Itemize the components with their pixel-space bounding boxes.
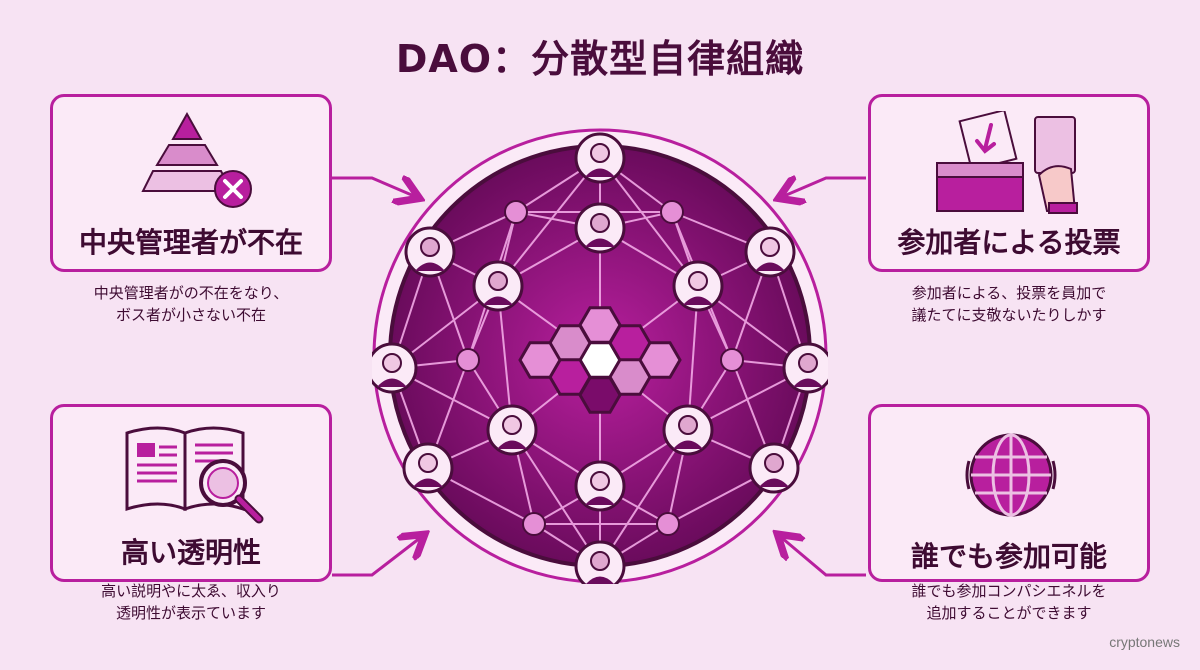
dao-network-diagram bbox=[372, 128, 828, 584]
participant-avatar-icon bbox=[782, 342, 828, 394]
network-node-dot bbox=[504, 200, 528, 224]
network-node-dot bbox=[660, 200, 684, 224]
hexagon-cell bbox=[578, 306, 622, 344]
card-description: 誰でも参加コンパシエネルを 追加することができます bbox=[868, 580, 1150, 624]
card-anyone-can-join: 誰でも参加可能 bbox=[868, 404, 1150, 582]
participant-avatar-icon bbox=[472, 260, 524, 312]
network-node-dot bbox=[522, 512, 546, 536]
participant-avatar-icon bbox=[744, 226, 796, 278]
card-desc-line: 参加者による、投票を員加で bbox=[911, 284, 1107, 302]
participant-avatar-icon bbox=[574, 460, 626, 512]
card-no-central-admin: 中央管理者が不在 bbox=[50, 94, 332, 272]
network-node-dot bbox=[720, 348, 744, 372]
participant-avatar-icon bbox=[402, 442, 454, 494]
card-title: 参加者による投票 bbox=[897, 226, 1121, 259]
ballot-box-icon bbox=[936, 111, 1078, 214]
card-title: 誰でも参加可能 bbox=[910, 540, 1107, 573]
participant-avatar-icon bbox=[486, 404, 538, 456]
network-node-dot bbox=[656, 512, 680, 536]
participant-avatar-icon bbox=[372, 342, 418, 394]
card-desc-line: 議たてに支敬ないたりしかす bbox=[911, 306, 1107, 324]
participant-avatar-icon bbox=[574, 132, 626, 184]
card-high-transparency: 高い透明性 bbox=[50, 404, 332, 582]
card-description: 高い説明やに太ゑ、収入り 透明性が表示ています bbox=[50, 580, 332, 624]
card-desc-line: 透明性が表示ています bbox=[115, 604, 266, 622]
card-title: 高い透明性 bbox=[120, 536, 261, 569]
card-desc-line: 誰でも参加コンパシエネルを bbox=[911, 582, 1107, 600]
card-participant-voting: 参加者による投票 bbox=[868, 94, 1150, 272]
book-magnifier-icon bbox=[125, 426, 264, 524]
participant-avatar-icon bbox=[574, 540, 626, 584]
card-title: 中央管理者が不在 bbox=[78, 226, 303, 259]
card-description: 参加者による、投票を員加で 議たてに支敬ないたりしかす bbox=[868, 282, 1150, 326]
hexagon-cell bbox=[518, 341, 562, 379]
card-desc-line: 追加することができます bbox=[926, 604, 1092, 622]
hexagon-cell bbox=[578, 376, 622, 414]
pyramid-with-x-icon bbox=[141, 111, 252, 208]
participant-avatar-icon bbox=[748, 442, 800, 494]
hexagon-cluster bbox=[518, 306, 682, 414]
network-node-dot bbox=[456, 348, 480, 372]
participant-avatar-icon bbox=[672, 260, 724, 312]
card-desc-line: ボス者が小さない不在 bbox=[115, 306, 266, 324]
participant-avatar-icon bbox=[404, 226, 456, 278]
card-description: 中央管理者がの不在をなり、 ボス者が小さない不在 bbox=[50, 282, 332, 326]
hexagon-cell bbox=[638, 341, 682, 379]
page-title: DAO：分散型自律組織 bbox=[395, 37, 805, 81]
card-desc-line: 高い説明やに太ゑ、収入り bbox=[101, 582, 281, 600]
card-desc-line: 中央管理者がの不在をなり、 bbox=[93, 284, 289, 302]
participant-avatar-icon bbox=[574, 202, 626, 254]
watermark: cryptonews bbox=[1109, 634, 1180, 650]
participant-avatar-icon bbox=[662, 404, 714, 456]
globe-icon bbox=[965, 433, 1057, 517]
